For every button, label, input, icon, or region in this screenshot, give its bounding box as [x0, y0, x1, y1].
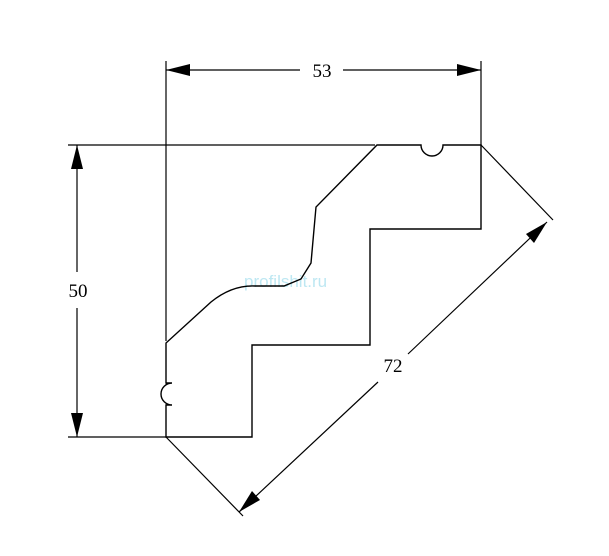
- arrowhead-width-right: [457, 64, 481, 76]
- watermark-text: profilshit.ru: [244, 272, 327, 291]
- dimension-line-diagonal-upper: [407, 221, 548, 355]
- dimension-line-diagonal-lower: [238, 381, 379, 513]
- arrowhead-diagonal-bottom: [239, 491, 260, 512]
- cornice-profile: [160, 144, 482, 438]
- arrowhead-width-left: [166, 64, 190, 76]
- dimension-height-label: 50: [69, 281, 88, 302]
- extension-line-diag-top: [480, 144, 554, 221]
- extension-line-diag-bottom: [165, 436, 244, 517]
- arrowhead-diagonal-top: [526, 222, 547, 243]
- dimension-diagonal-label: 72: [384, 356, 403, 377]
- dimension-width-label: 53: [313, 61, 332, 82]
- arrowhead-height-top: [71, 145, 83, 169]
- arrowhead-height-bottom: [71, 413, 83, 437]
